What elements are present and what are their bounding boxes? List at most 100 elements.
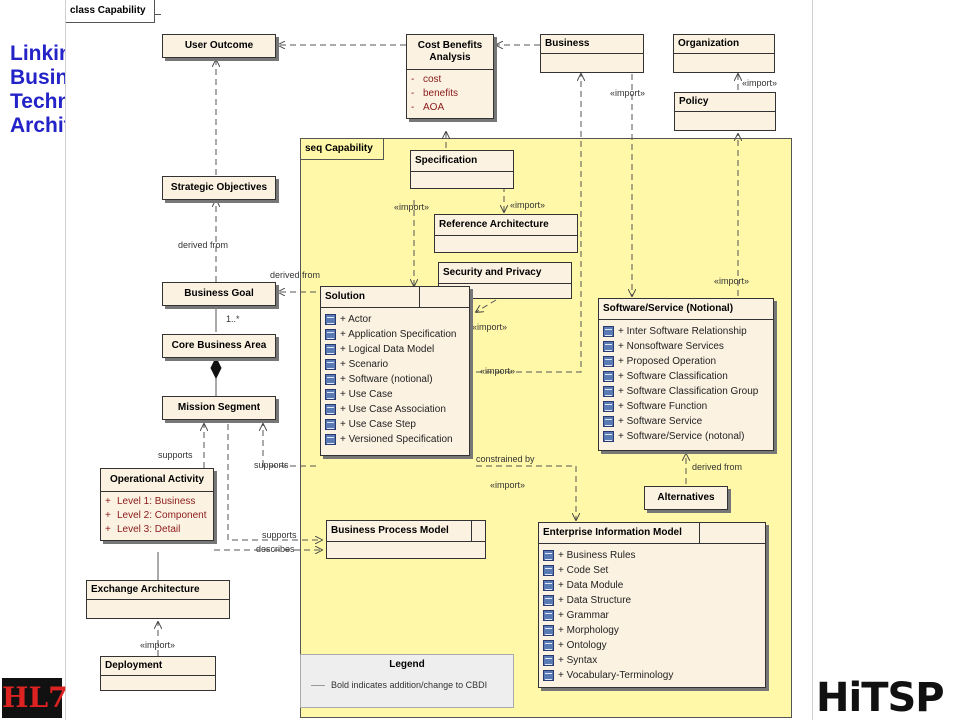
security-privacy-label: Security and Privacy xyxy=(443,267,542,278)
cost-benefits-label: Cost Benefits Analysis xyxy=(417,40,483,63)
solution-item: + Use Case xyxy=(325,387,465,402)
user-outcome-box[interactable]: User Outcome xyxy=(162,34,276,58)
supports-label-1: supports xyxy=(158,450,193,460)
core-business-area-label: Core Business Area xyxy=(171,340,267,351)
frame-label: class Capability xyxy=(66,0,161,23)
software-service-item: + Software Classification Group xyxy=(603,384,769,399)
link-solution-to-eim xyxy=(476,465,576,520)
class-icon xyxy=(325,329,336,340)
hl7-logo: HL7 xyxy=(2,678,68,718)
enterprise-info-item: + Ontology xyxy=(543,638,761,653)
specification-package[interactable]: Specification xyxy=(410,150,514,189)
security-privacy-package[interactable]: Security and Privacy xyxy=(438,262,572,299)
attribute-row: +Level 3: Detail xyxy=(105,524,181,535)
attribute-row: -benefits xyxy=(411,88,459,99)
link-solution-to-business xyxy=(476,74,581,373)
multiplicity-label: 1..* xyxy=(226,314,240,324)
business-process-model-label: Business Process Model xyxy=(327,521,472,541)
enterprise-info-item: + Business Rules xyxy=(543,548,761,563)
operational-activity-label: Operational Activity xyxy=(109,474,205,485)
class-icon xyxy=(325,434,336,445)
policy-package[interactable]: Policy xyxy=(674,92,776,131)
legend-item: Bold indicates addition/change to CBDI xyxy=(311,680,513,690)
solution-item: + Application Specification xyxy=(325,327,465,342)
legend: Legend Bold indicates addition/change to… xyxy=(300,654,514,708)
software-service-items: + Inter Software Relationship + Nonsoftw… xyxy=(599,319,773,450)
software-service-item: + Software Function xyxy=(603,399,769,414)
software-service-item: + Software/Service (notonal) xyxy=(603,429,769,444)
import-label-software-policy: «import» xyxy=(714,276,750,286)
solution-item: + Versioned Specification xyxy=(325,432,465,447)
operational-activity-box[interactable]: Operational Activity +Level 1: Business … xyxy=(100,468,214,541)
strategic-objectives-label: Strategic Objectives xyxy=(170,182,268,193)
class-icon xyxy=(543,640,554,651)
import-label-business: «import» xyxy=(610,88,646,98)
core-business-area-box[interactable]: Core Business Area xyxy=(162,334,276,358)
solution-item: + Actor xyxy=(325,312,465,327)
reference-architecture-package[interactable]: Reference Architecture xyxy=(434,214,578,253)
deployment-package[interactable]: Deployment xyxy=(100,656,216,691)
organization-package[interactable]: Organization xyxy=(673,34,775,73)
class-icon xyxy=(325,314,336,325)
constrained-by-label: constrained by xyxy=(476,454,535,464)
seq-capability-label: seq Capability xyxy=(301,139,384,160)
class-icon xyxy=(325,389,336,400)
mission-segment-box[interactable]: Mission Segment xyxy=(162,396,276,420)
alternatives-label: Alternatives xyxy=(657,492,715,503)
reference-architecture-label: Reference Architecture xyxy=(439,219,549,230)
solution-item: + Scenario xyxy=(325,357,465,372)
software-service-package[interactable]: Software/Service (Notional) + Inter Soft… xyxy=(598,298,774,451)
policy-label: Policy xyxy=(679,96,709,107)
class-icon xyxy=(543,670,554,681)
attribute-row: -AOA xyxy=(411,102,445,113)
specification-label: Specification xyxy=(415,155,478,166)
class-icon xyxy=(603,326,614,337)
class-icon xyxy=(325,404,336,415)
class-icon xyxy=(325,374,336,385)
solution-label: Solution xyxy=(321,287,420,307)
enterprise-info-item: + Syntax xyxy=(543,653,761,668)
organization-label: Organization xyxy=(678,38,740,49)
attribute-row: +Level 1: Business xyxy=(105,496,196,507)
solution-item: + Use Case Association xyxy=(325,402,465,417)
import-label-deployment: «import» xyxy=(140,640,176,650)
solution-item: + Logical Data Model xyxy=(325,342,465,357)
solution-item: + Use Case Step xyxy=(325,417,465,432)
diagram-canvas: class Capability seq Capability xyxy=(65,0,813,720)
class-icon xyxy=(603,401,614,412)
import-label-policy: «import» xyxy=(742,78,778,88)
import-label-security: «import» xyxy=(472,322,508,332)
business-process-model-package[interactable]: Business Process Model xyxy=(326,520,486,559)
class-icon xyxy=(603,371,614,382)
business-goal-label: Business Goal xyxy=(184,288,254,299)
supports-label-3: supports xyxy=(262,530,297,540)
enterprise-info-model-label: Enterprise Information Model xyxy=(539,523,700,543)
class-icon xyxy=(325,419,336,430)
strategic-objectives-box[interactable]: Strategic Objectives xyxy=(162,176,276,200)
cost-benefits-box[interactable]: Cost Benefits Analysis -cost -benefits -… xyxy=(406,34,494,119)
class-icon xyxy=(603,356,614,367)
alternatives-box[interactable]: Alternatives xyxy=(644,486,728,510)
solution-package[interactable]: Solution + Actor + Application Specifica… xyxy=(320,286,470,456)
import-label-spec-right: «import» xyxy=(510,200,546,210)
business-goal-box[interactable]: Business Goal xyxy=(162,282,276,306)
derived-from-label-2: derived from xyxy=(270,270,321,280)
class-icon xyxy=(543,595,554,606)
class-icon xyxy=(543,655,554,666)
derived-from-label-3: derived from xyxy=(692,462,743,472)
cost-benefits-attributes: -cost -benefits -AOA xyxy=(407,69,493,118)
exchange-architecture-label: Exchange Architecture xyxy=(91,584,200,595)
deployment-label: Deployment xyxy=(105,660,163,671)
exchange-architecture-package[interactable]: Exchange Architecture xyxy=(86,580,230,619)
class-icon xyxy=(543,625,554,636)
enterprise-info-item: + Vocabulary-Terminology xyxy=(543,668,761,683)
enterprise-info-item: + Morphology xyxy=(543,623,761,638)
business-package[interactable]: Business xyxy=(540,34,644,73)
class-icon xyxy=(603,386,614,397)
import-label-spec-left: «import» xyxy=(394,202,430,212)
class-icon xyxy=(603,416,614,427)
mission-segment-label: Mission Segment xyxy=(177,402,261,413)
enterprise-info-model-package[interactable]: Enterprise Information Model + Business … xyxy=(538,522,766,688)
solution-items: + Actor + Application Specification + Lo… xyxy=(321,307,469,455)
software-service-item: + Software Classification xyxy=(603,369,769,384)
